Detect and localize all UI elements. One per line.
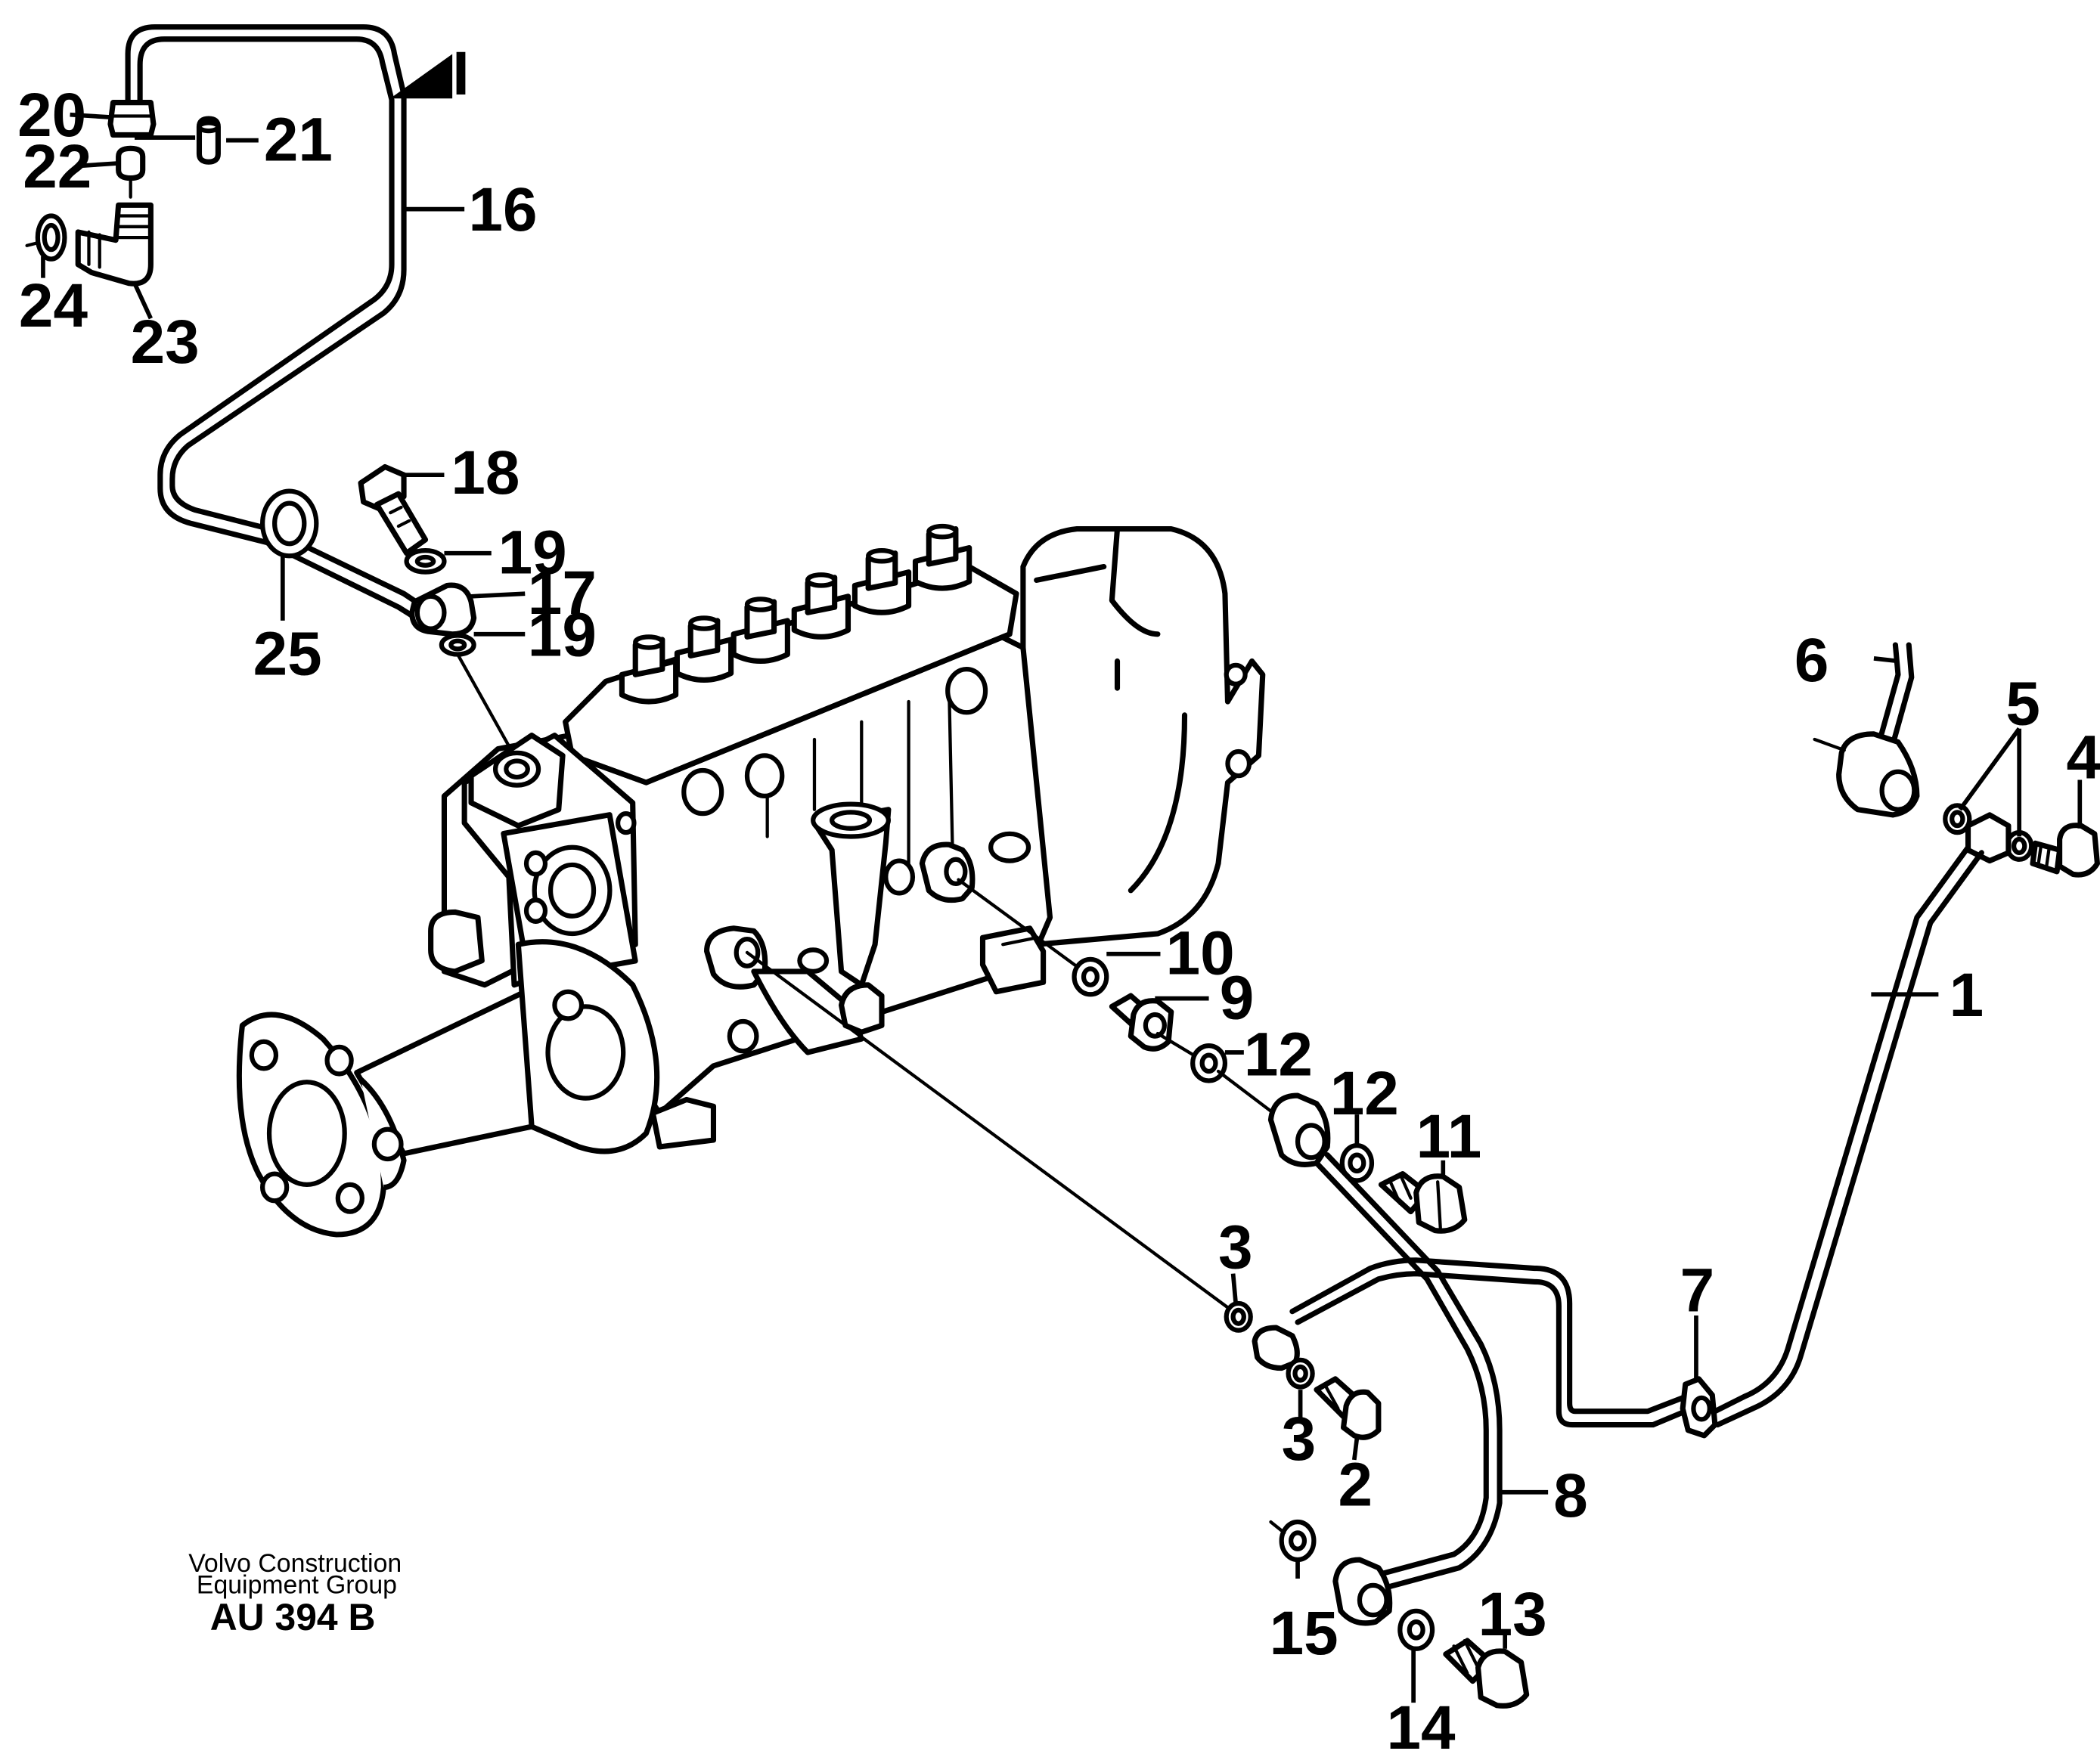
label-11: 11 <box>1416 1102 1482 1171</box>
label-20: 20 <box>17 81 86 150</box>
label-25: 25 <box>253 619 322 688</box>
pipe-8 <box>1314 1152 1503 1590</box>
label-19-upper: 19 <box>498 518 567 587</box>
pipe-16 <box>125 24 431 624</box>
label-23: 23 <box>131 308 200 377</box>
label-13: 13 <box>1478 1580 1547 1649</box>
view-marker: I <box>390 39 470 108</box>
label-17: 17 <box>528 559 597 628</box>
drawing-code: AU 394 B <box>210 1596 376 1638</box>
banjo-bolt-18 <box>358 463 429 556</box>
label-8: 8 <box>1553 1461 1588 1530</box>
label-4: 4 <box>2066 724 2100 792</box>
fittings-20-24 <box>25 100 221 287</box>
label-19-lower: 19 <box>528 600 597 669</box>
label-3-upper: 3 <box>1218 1213 1253 1281</box>
injection-pump <box>236 523 1266 1238</box>
company-line-1: Volvo Construction <box>188 1549 402 1578</box>
label-3-lower: 3 <box>1282 1405 1317 1474</box>
label-10: 10 <box>1166 919 1235 987</box>
fittings-9-12 <box>957 878 1468 1234</box>
label-18: 18 <box>451 438 520 507</box>
drawing-footer: Volvo Construction Equipment Group AU 39… <box>188 1549 402 1638</box>
label-21: 21 <box>264 105 333 174</box>
label-12-lower: 12 <box>1330 1059 1399 1128</box>
view-marker-text: I <box>452 39 470 108</box>
overflow-assembly <box>1289 642 2100 1439</box>
label-7: 7 <box>1680 1257 1715 1325</box>
label-22: 22 <box>23 132 92 201</box>
part-labels: 20 21 22 16 24 23 18 19 17 19 25 6 5 4 1… <box>17 81 2100 1754</box>
fittings-2-3 <box>745 950 1382 1440</box>
label-1: 1 <box>1950 961 1984 1030</box>
label-6: 6 <box>1794 626 1829 695</box>
label-24: 24 <box>19 271 88 340</box>
label-14: 14 <box>1387 1694 1456 1754</box>
company-line-2: Equipment Group <box>197 1571 397 1600</box>
delivery-valve-holders <box>619 523 972 705</box>
label-9: 9 <box>1220 963 1255 1032</box>
label-12-upper: 12 <box>1244 1020 1313 1089</box>
label-5: 5 <box>2005 669 2040 738</box>
leader-lines <box>41 112 2083 1703</box>
label-16: 16 <box>468 175 537 244</box>
banjo-17 <box>409 582 477 637</box>
bolt-13 <box>1443 1638 1530 1709</box>
label-2: 2 <box>1338 1451 1373 1520</box>
grommet-25 <box>260 488 319 559</box>
label-15: 15 <box>1270 1599 1338 1668</box>
